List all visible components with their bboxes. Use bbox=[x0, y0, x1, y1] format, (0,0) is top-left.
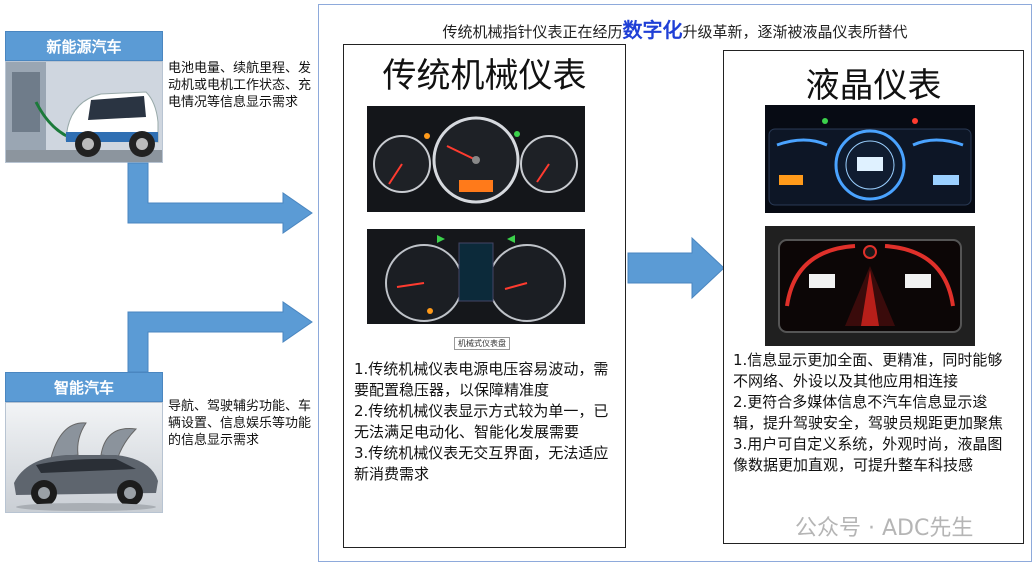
transition-arrow bbox=[627, 236, 725, 300]
connector-arrows bbox=[127, 162, 313, 373]
digital-cluster-icon bbox=[765, 105, 975, 213]
digital-speed-display-icon bbox=[765, 226, 975, 346]
traditional-item-3: 3.传统机械仪表无交互界面，无法适应新消费需求 bbox=[354, 444, 609, 483]
traditional-drawbacks: 1.传统机械仪表电源电压容易波动，需要配置稳压器，以保障精准度 2.传统机械仪表… bbox=[354, 359, 616, 485]
traditional-title: 传统机械仪表 bbox=[382, 56, 587, 96]
lcd-title: 液晶仪表 bbox=[805, 66, 942, 106]
headline-after: 升级革新，逐渐被液晶仪表所替代 bbox=[682, 23, 908, 41]
lcd-item-1: 1.信息显示更加全面、更精准，同时能够不网络、外设以及其他应用相连接 bbox=[733, 351, 1003, 390]
lcd-advantages: 1.信息显示更加全面、更精准，同时能够不网络、外设以及其他应用相连接 2.更符合… bbox=[733, 350, 1015, 476]
smart-card-title-text: 智能汽车 bbox=[53, 378, 114, 397]
watermark: 公众号 · ADC先生 bbox=[795, 516, 974, 541]
traditional-item-1: 1.传统机械仪表电源电压容易波动，需要配置稳压器，以保障精准度 bbox=[354, 360, 609, 399]
lcd-cluster-photo-2 bbox=[765, 226, 975, 346]
nev-card-title-text: 新能源汽车 bbox=[46, 37, 122, 56]
analog-cluster-caption: 机械式仪表盘 bbox=[454, 337, 510, 350]
nev-car-photo bbox=[5, 61, 163, 163]
nev-requirements-text: 电池电量、续航里程、发动机或电机工作状态、充电情况等信息显示需求 bbox=[168, 61, 312, 110]
analog-gauge-icon bbox=[367, 106, 585, 212]
concept-car-icon bbox=[6, 403, 162, 512]
analog-cluster-photo-2 bbox=[367, 229, 585, 324]
traditional-item-2: 2.传统机械仪表显示方式较为单一，已无法满足电动化、智能化发展需要 bbox=[354, 402, 609, 441]
lcd-cluster-photo-1 bbox=[765, 105, 975, 213]
lcd-item-2: 2.更符合多媒体信息不汽车信息显示逡辑，提升驾驶安全，驾驶员规距更加聚焦 bbox=[733, 393, 1004, 432]
smart-requirements-text: 导航、驾驶辅劣功能、车辆设置、信息娱乐等功能的信息显示需求 bbox=[168, 399, 312, 448]
headline-before: 传统机械指针仪表正在经历 bbox=[442, 23, 623, 41]
smart-card-title: 智能汽车 bbox=[5, 372, 163, 402]
lcd-item-3: 3.用户可自定义系统，外观时尚，液晶图像数据更加直观，可提升整车科技感 bbox=[733, 435, 1003, 474]
smart-car-photo bbox=[5, 402, 163, 513]
headline: 传统机械指针仪表正在经历数字化升级革新，逐渐被液晶仪表所替代 bbox=[330, 14, 1020, 43]
analog-dashboard-icon bbox=[367, 229, 585, 324]
electric-car-icon bbox=[6, 62, 162, 162]
nev-arrow bbox=[127, 162, 313, 234]
smart-arrow bbox=[127, 301, 313, 373]
headline-highlight: 数字化 bbox=[622, 18, 683, 42]
nev-card-title: 新能源汽车 bbox=[5, 31, 163, 61]
analog-cluster-photo-1 bbox=[367, 106, 585, 212]
